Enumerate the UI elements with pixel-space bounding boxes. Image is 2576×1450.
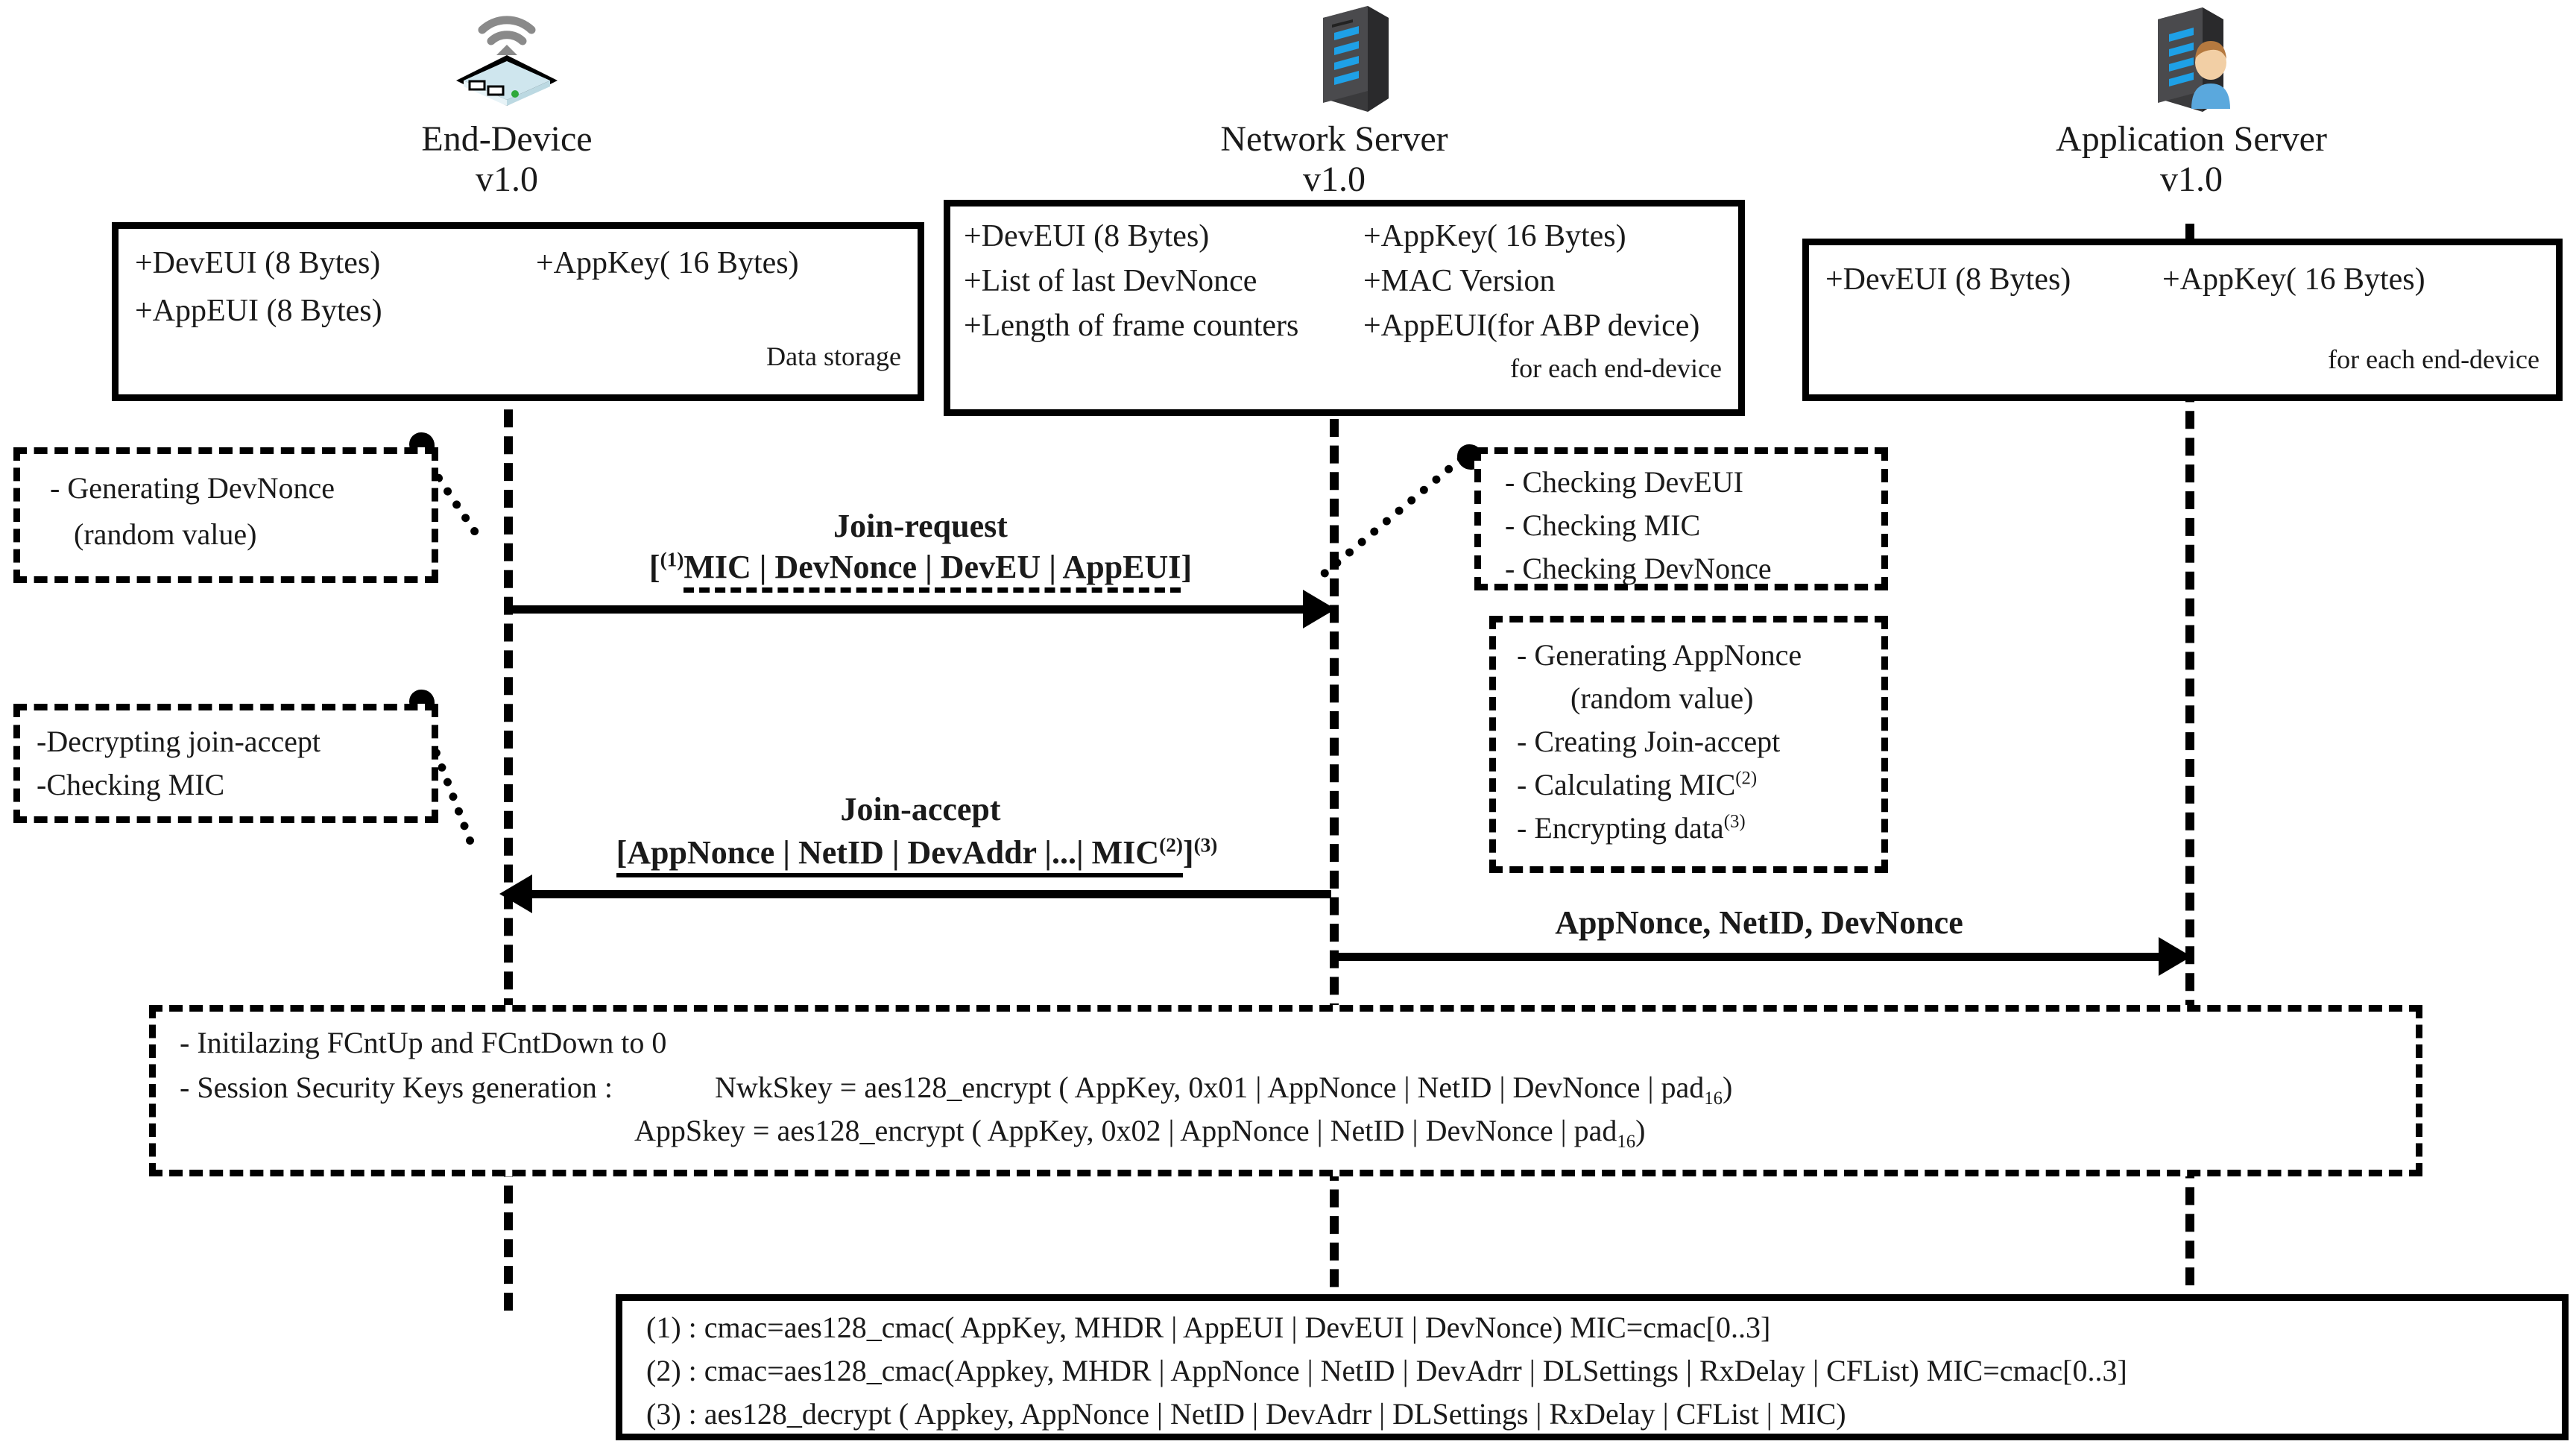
message-payload-join-accept: [AppNonce | NetID | DevAddr |...| MIC(2)… (499, 833, 1334, 877)
message-arrow-join-accept (532, 890, 1331, 898)
actor-name-application-server: Application Server (2056, 119, 2327, 159)
note-checking: - Checking DevEUI - Checking MIC - Check… (1474, 447, 1888, 590)
note-line: - Calculating MIC(2) (1517, 768, 1758, 801)
note-generating-devnonce: - Generating DevNonce (random value) (13, 447, 438, 583)
footnote-line: (2) : cmac=aes128_cmac(Appkey, MHDR | Ap… (646, 1354, 2127, 1387)
storage-row: +AppKey( 16 Bytes) (2162, 262, 2425, 297)
session-line-1: - Initilazing FCntUp and FCntDown to 0 (180, 1026, 667, 1059)
storage-row: +AppEUI (8 Bytes) (135, 294, 382, 328)
server-rack-user-icon (2132, 3, 2255, 126)
arrowhead-right-icon (2159, 937, 2191, 976)
storage-box-end-device: +DevEUI (8 Bytes) +AppKey( 16 Bytes) +Ap… (112, 222, 924, 401)
message-title-appnonce: AppNonce, NetID, DevNonce (1555, 904, 1963, 941)
footnote-line: (3) : aes128_decrypt ( Appkey, AppNonce … (646, 1397, 1846, 1431)
server-rack-icon (1293, 3, 1405, 122)
actor-network-server: Network Server v1.0 (1155, 119, 1513, 200)
wifi-router-icon (443, 6, 570, 118)
note-line: - Creating Join-accept (1517, 725, 1781, 758)
note-line: - Checking DevEUI (1505, 465, 1743, 499)
message-payload-join-request: [(1)MIC | DevNonce | DevEU | AppEUI] (507, 548, 1334, 593)
note-decrypting-join-accept: -Decrypting join-accept -Checking MIC (13, 704, 438, 823)
message-arrow-join-request (507, 605, 1304, 614)
footnote-box: (1) : cmac=aes128_cmac( AppKey, MHDR | A… (616, 1294, 2569, 1440)
message-arrow-appnonce (1334, 953, 2160, 961)
actor-name-end-device: End-Device (421, 119, 593, 159)
note-line: - Encrypting data(3) (1517, 811, 1746, 845)
actor-name-network-server: Network Server (1220, 119, 1448, 159)
storage-row: +AppEUI(for ABP device) (1363, 309, 1700, 343)
note-leader-line (1319, 453, 1467, 579)
note-line: (random value) (74, 517, 257, 551)
note-generating-appnonce: - Generating AppNonce (random value) - C… (1489, 616, 1888, 873)
note-line: - Generating DevNonce (50, 471, 335, 505)
note-line: - Checking DevNonce (1505, 552, 1772, 585)
storage-box-network-server: +DevEUI (8 Bytes) +AppKey( 16 Bytes) +Li… (944, 200, 1745, 416)
message-title-join-request: Join-request (833, 508, 1008, 544)
storage-footer: for each end-device (1510, 353, 1722, 383)
storage-row: +MAC Version (1363, 264, 1556, 298)
actor-application-server: Application Server v1.0 (2012, 119, 2370, 200)
storage-row: +List of last DevNonce (964, 264, 1257, 298)
actor-version-application-server: v1.0 (2160, 159, 2223, 199)
arrowhead-right-icon (1303, 590, 1336, 628)
footnote-line: (1) : cmac=aes128_cmac( AppKey, MHDR | A… (646, 1311, 1771, 1344)
actor-version-network-server: v1.0 (1303, 159, 1366, 199)
note-line: - Checking MIC (1505, 508, 1701, 542)
actor-end-device: End-Device v1.0 (328, 119, 686, 200)
storage-row: +Length of frame counters (964, 309, 1299, 343)
message-title-join-accept: Join-accept (840, 791, 1001, 828)
session-key-generation-box: - Initilazing FCntUp and FCntDown to 0 -… (149, 1005, 2422, 1176)
storage-row: +DevEUI (8 Bytes) (964, 219, 1210, 253)
storage-footer: for each end-device (2328, 344, 2539, 374)
storage-box-application-server: +DevEUI (8 Bytes) +AppKey( 16 Bytes) for… (1802, 239, 2563, 401)
note-line: - Generating AppNonce (1517, 638, 1802, 672)
session-formula-nwkskey: NwkSkey = aes128_encrypt ( AppKey, 0x01 … (715, 1071, 1733, 1109)
arrowhead-left-icon (499, 874, 532, 913)
storage-row: +DevEUI (8 Bytes) (1825, 262, 2071, 297)
note-line: -Checking MIC (37, 768, 225, 801)
storage-row: +AppKey( 16 Bytes) (1363, 219, 1626, 253)
storage-footer: Data storage (766, 341, 901, 371)
session-formula-appskey: AppSkey = aes128_encrypt ( AppKey, 0x02 … (634, 1114, 1646, 1152)
storage-row: +DevEUI (8 Bytes) (135, 246, 381, 280)
note-line: (random value) (1570, 681, 1754, 715)
actor-version-end-device: v1.0 (476, 159, 538, 199)
note-line: -Decrypting join-accept (37, 725, 321, 758)
session-line-2-label: - Session Security Keys generation : (180, 1071, 613, 1104)
storage-row: +AppKey( 16 Bytes) (536, 246, 799, 280)
